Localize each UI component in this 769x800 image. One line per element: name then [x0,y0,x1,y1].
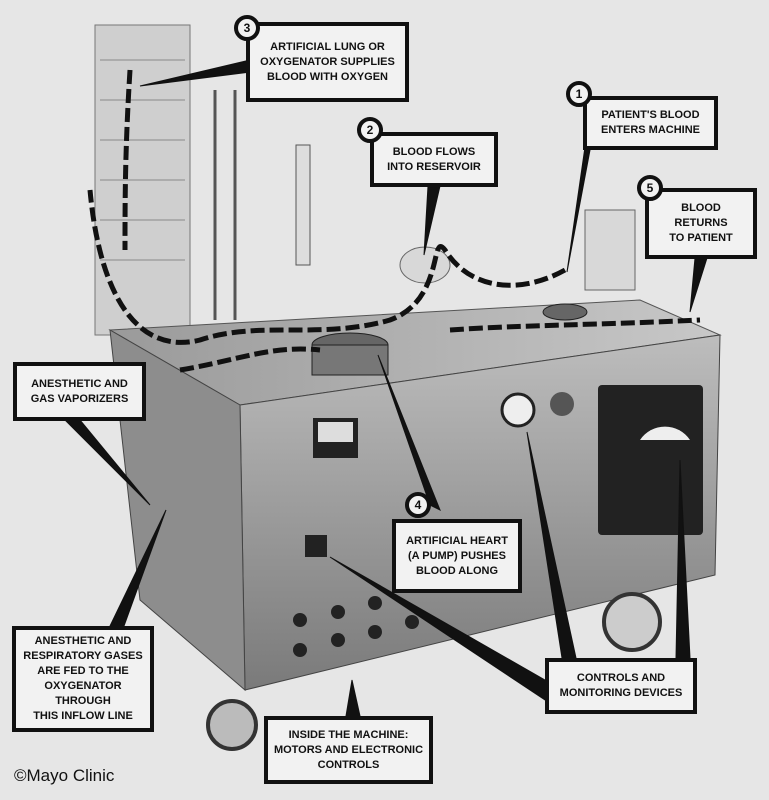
pointer-lines [63,59,708,717]
label-inside-machine: INSIDE THE MACHINE: MOTORS AND ELECTRONI… [264,716,433,784]
callout-number-2: 2 [357,117,383,143]
callout-number-3: 3 [234,15,260,41]
blood-flow-path [87,69,701,373]
callout-number-4: 4 [405,492,431,518]
callout-patient-blood: PATIENT'S BLOOD ENTERS MACHINE [583,96,718,150]
wheel [602,592,662,652]
label-gas-vaporizers: ANESTHETIC AND GAS VAPORIZERS [13,362,146,421]
wheel [206,699,258,751]
label-controls-monitoring: CONTROLS AND MONITORING DEVICES [545,658,697,714]
callout-artificial-heart: ARTIFICIAL HEART (A PUMP) PUSHES BLOOD A… [392,519,522,593]
control-knobs [293,596,419,657]
callout-oxygenator: ARTIFICIAL LUNG OR OXYGENATOR SUPPLIES B… [246,22,409,102]
gauge [500,392,536,428]
callout-blood-returns: BLOOD RETURNS TO PATIENT [645,188,757,259]
syringe [295,144,311,266]
callout-reservoir: BLOOD FLOWS INTO RESERVOIR [370,132,498,187]
pump [311,344,389,376]
label-inflow-line: ANESTHETIC AND RESPIRATORY GASES ARE FED… [12,626,154,732]
copyright-notice: ©Mayo Clinic [14,766,115,785]
callout-number-1: 1 [566,81,592,107]
control-panel [598,385,703,535]
reservoir-jar [584,209,636,291]
callout-number-5: 5 [637,175,663,201]
